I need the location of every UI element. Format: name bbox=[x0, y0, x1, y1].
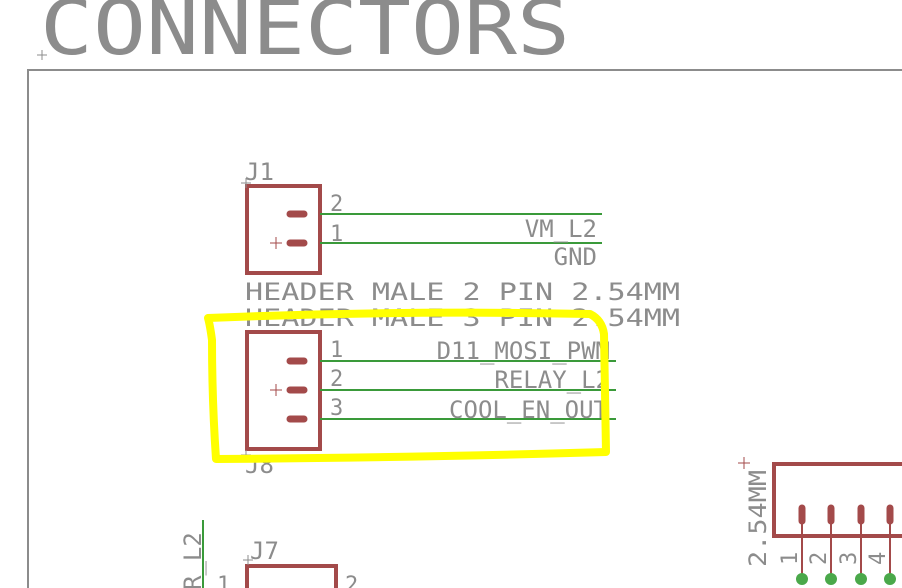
right-pin-label-3: 3 bbox=[837, 552, 862, 565]
connector-j7[interactable]: R_L2 J7 1 2 bbox=[179, 520, 358, 588]
connector-j1[interactable]: J1 2 1 VM_L2 GND HEADER MALE 2 PIN 2.54M… bbox=[241, 158, 680, 306]
highlight-annotation bbox=[204, 308, 610, 463]
net-label-vm-l2[interactable]: VM_L2 bbox=[525, 215, 597, 243]
j8-pin-label-2: 2 bbox=[330, 367, 343, 392]
j1-pin-label-1: 1 bbox=[330, 222, 343, 247]
net-label-cool-en-out[interactable]: COOL_EN_OUT bbox=[449, 396, 608, 424]
j8-origin-marker bbox=[270, 384, 282, 396]
j1-ref: J1 bbox=[245, 158, 274, 186]
j7-ref-marker bbox=[243, 555, 253, 565]
net-label-r-l2[interactable]: R_L2 bbox=[179, 532, 207, 588]
j1-ref-marker bbox=[241, 178, 251, 188]
j7-ref: J7 bbox=[250, 537, 279, 565]
j8-pin-label-1: 1 bbox=[330, 338, 343, 363]
net-label-relay-l2[interactable]: RELAY_L2 bbox=[494, 366, 610, 394]
j1-pin-label-2: 2 bbox=[330, 192, 343, 217]
right-header-pins bbox=[798, 504, 894, 580]
title-origin-marker bbox=[37, 50, 47, 60]
j1-body bbox=[245, 184, 322, 275]
sheet-frame bbox=[27, 69, 902, 588]
j7-body bbox=[245, 564, 338, 588]
connector-right-header[interactable]: 2.54MM 1 2 3 4 bbox=[738, 457, 902, 585]
right-header-origin-marker bbox=[738, 457, 750, 469]
right-header-body bbox=[772, 462, 902, 538]
j8-pin-label-3: 3 bbox=[330, 396, 343, 421]
right-pin-label-2: 2 bbox=[807, 552, 832, 565]
j7-pin-label-1: 1 bbox=[217, 573, 230, 588]
j8-body bbox=[245, 330, 322, 451]
net-label-d11-mosi-pwm[interactable]: D11_MOSI_PWM bbox=[437, 337, 610, 365]
sheet-title: CONNECTORS bbox=[40, 0, 570, 72]
right-header-value: 2.54MM bbox=[744, 470, 772, 567]
j1-origin-marker bbox=[270, 237, 282, 249]
j7-pin-label-2: 2 bbox=[345, 573, 358, 588]
junction-dots bbox=[796, 573, 896, 585]
connector-j8[interactable]: HEADER MALE 3 PIN 2.54MM 1 2 3 D11_MOSI_… bbox=[241, 304, 680, 479]
net-label-gnd[interactable]: GND bbox=[554, 243, 597, 271]
right-pin-label-1: 1 bbox=[778, 552, 803, 565]
right-pin-label-4: 4 bbox=[866, 552, 891, 565]
j1-value: HEADER MALE 2 PIN 2.54MM bbox=[245, 278, 680, 306]
